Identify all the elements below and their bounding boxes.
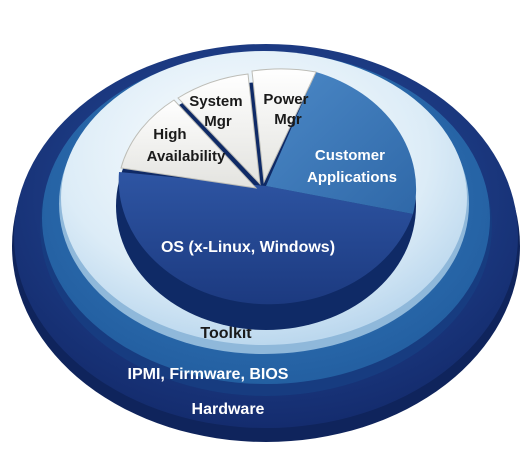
label-power-mgr: Power Mgr	[263, 91, 312, 128]
label-customer-applications: Customer Applications	[307, 147, 397, 186]
label-system-mgr: System Mgr	[189, 93, 247, 130]
pie-slice-system-mgr	[177, 73, 261, 186]
pie-slice-high-availability	[120, 99, 258, 189]
pie-slice-customer-applications	[266, 72, 417, 214]
pie-slice-power-mgr	[251, 68, 317, 184]
toolkit-label: Toolkit	[200, 325, 252, 342]
hardware-label: Hardware	[192, 401, 265, 418]
ipmi-firmware-bios-label: IPMI, Firmware, BIOS	[128, 366, 289, 383]
label-high-availability: High Availability	[147, 126, 226, 165]
label-os: OS (x-Linux, Windows)	[161, 239, 335, 256]
pie-chart-layer: OS (x-Linux, Windows) Customer Applicati…	[116, 68, 417, 330]
pie-slice-os	[118, 172, 413, 305]
